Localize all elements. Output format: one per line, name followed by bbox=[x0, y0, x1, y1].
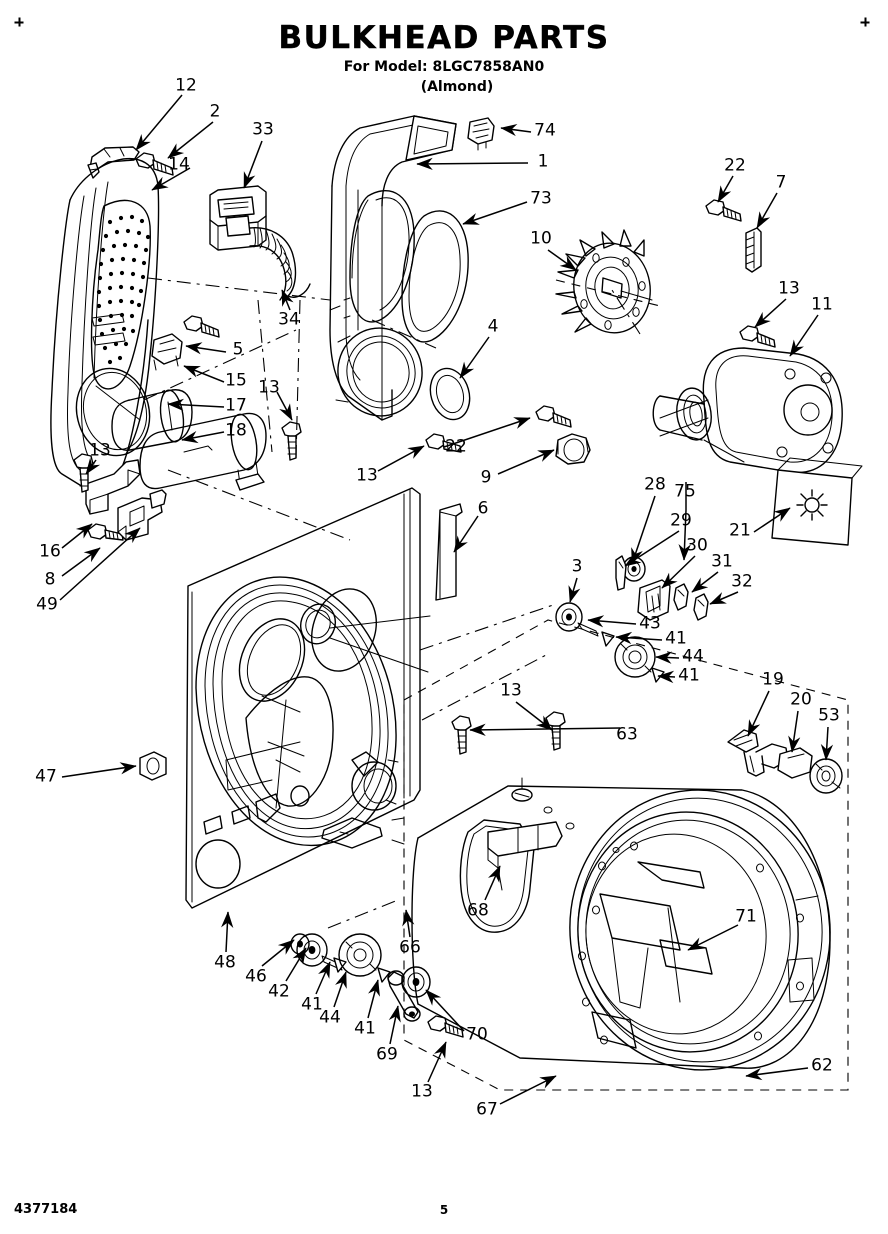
callout-30: 30 bbox=[686, 535, 708, 556]
part-motor-mount-group bbox=[652, 199, 863, 546]
reg-mark-top-left bbox=[14, 17, 24, 27]
callout-4: 4 bbox=[487, 316, 499, 337]
callout-15: 15 bbox=[225, 370, 247, 391]
callout-13b: 13 bbox=[258, 377, 280, 398]
callout-66: 66 bbox=[399, 937, 421, 958]
callout-3: 3 bbox=[571, 556, 583, 577]
callout-43: 43 bbox=[639, 613, 661, 634]
callout-48: 48 bbox=[214, 952, 236, 973]
callout-leader-lines bbox=[59, 94, 834, 1105]
callout-13d: 13 bbox=[356, 465, 378, 486]
part-blower-wheel bbox=[555, 229, 653, 334]
callout-7: 7 bbox=[775, 172, 787, 193]
callout-70: 70 bbox=[466, 1024, 488, 1045]
callout-13c: 13 bbox=[89, 440, 111, 461]
callout-13f: 13 bbox=[411, 1081, 433, 1102]
callout-6: 6 bbox=[477, 498, 489, 519]
part-idler-roller-group-lower bbox=[290, 933, 464, 1038]
callout-34: 34 bbox=[278, 309, 300, 330]
callout-62: 62 bbox=[811, 1055, 833, 1076]
reg-mark-top-right bbox=[860, 17, 870, 27]
lamp-symbol bbox=[796, 489, 828, 521]
callout-75: 75 bbox=[674, 481, 696, 502]
callout-42: 42 bbox=[268, 981, 290, 1002]
callout-16: 16 bbox=[39, 541, 61, 562]
callout-41d: 41 bbox=[354, 1018, 376, 1039]
part-drum-assembly bbox=[403, 619, 849, 1091]
callout-13e: 13 bbox=[500, 680, 522, 701]
callout-18: 18 bbox=[225, 420, 247, 441]
callout-46: 46 bbox=[245, 966, 267, 987]
callout-44a: 44 bbox=[682, 646, 704, 667]
part-exhaust-duct-group bbox=[209, 185, 311, 301]
callout-41c: 41 bbox=[301, 994, 323, 1015]
callout-12: 12 bbox=[175, 75, 197, 96]
callout-13a: 13 bbox=[778, 278, 800, 299]
filter-mesh-dots bbox=[96, 214, 151, 365]
callout-9: 9 bbox=[480, 467, 492, 488]
callout-41b: 41 bbox=[678, 665, 700, 686]
callout-69: 69 bbox=[376, 1044, 398, 1065]
callout-14: 14 bbox=[168, 154, 190, 175]
callout-20: 20 bbox=[790, 689, 812, 710]
page-number-footer: 5 bbox=[439, 1203, 449, 1217]
callout-2: 2 bbox=[209, 101, 221, 122]
callout-22b: 22 bbox=[445, 436, 467, 457]
callout-19: 19 bbox=[762, 669, 784, 690]
callout-53: 53 bbox=[818, 705, 840, 726]
callout-32: 32 bbox=[731, 571, 753, 592]
callout-44b: 44 bbox=[319, 1007, 341, 1028]
callout-74: 74 bbox=[534, 120, 556, 141]
callout-67: 67 bbox=[476, 1099, 498, 1120]
callout-49: 49 bbox=[36, 594, 58, 615]
callout-29: 29 bbox=[670, 510, 692, 531]
callout-31: 31 bbox=[711, 551, 733, 572]
part-thermostat-group bbox=[73, 315, 302, 541]
callout-73: 73 bbox=[530, 188, 552, 209]
callout-41a: 41 bbox=[665, 628, 687, 649]
callout-1: 1 bbox=[537, 151, 549, 172]
callout-22a: 22 bbox=[724, 155, 746, 176]
part-lint-filter-housing-group bbox=[50, 146, 174, 492]
callout-10: 10 bbox=[530, 228, 552, 249]
part-number-footer: 4377184 bbox=[14, 1202, 78, 1217]
callout-17: 17 bbox=[225, 395, 247, 416]
callout-68: 68 bbox=[467, 900, 489, 921]
part-blower-housing-group bbox=[329, 115, 495, 421]
assembly-guide-lines bbox=[143, 277, 661, 929]
part-burner-assembly-group bbox=[727, 729, 843, 794]
callout-5: 5 bbox=[232, 339, 244, 360]
callout-21: 21 bbox=[729, 520, 751, 541]
callout-63: 63 bbox=[616, 724, 638, 745]
callout-8: 8 bbox=[44, 569, 56, 590]
callout-47: 47 bbox=[35, 766, 57, 787]
callout-11: 11 bbox=[811, 294, 833, 315]
part-bulkhead-front-panel bbox=[139, 487, 431, 909]
part-center-hardware-group bbox=[425, 405, 599, 637]
callout-33: 33 bbox=[252, 119, 274, 140]
callout-28: 28 bbox=[644, 474, 666, 495]
callout-71: 71 bbox=[735, 906, 757, 927]
